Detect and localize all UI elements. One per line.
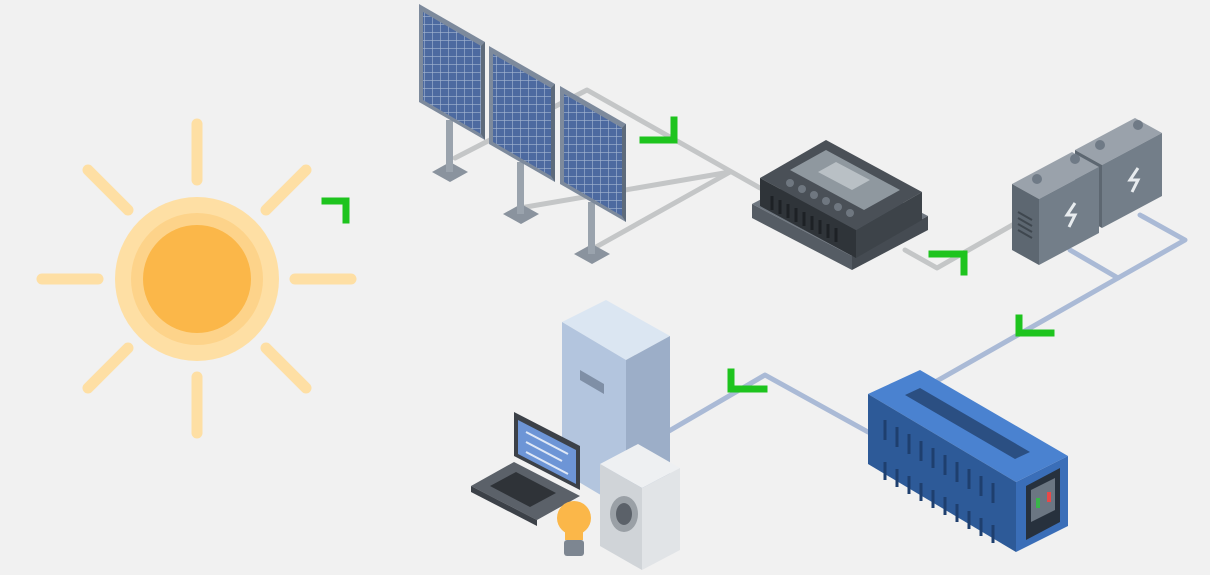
arrow-icon bbox=[727, 368, 768, 393]
solar-panel-icon bbox=[560, 86, 626, 264]
solar-panel-icon bbox=[419, 4, 485, 182]
arrow-icon bbox=[639, 116, 678, 144]
arrow-icon bbox=[321, 197, 350, 224]
inverter-icon bbox=[868, 370, 1068, 552]
battery-bank bbox=[1012, 118, 1162, 265]
sun-icon bbox=[36, 118, 357, 439]
solar-panel-array bbox=[419, 4, 626, 264]
arrow-icon bbox=[928, 250, 968, 276]
laptop-icon bbox=[471, 412, 580, 526]
light-bulb-icon bbox=[557, 501, 591, 556]
charge-controller-icon bbox=[752, 140, 928, 270]
flow-arrows bbox=[321, 116, 1055, 393]
washing-machine-icon bbox=[600, 444, 680, 570]
arrow-icon bbox=[1015, 314, 1055, 337]
battery-icon bbox=[1012, 152, 1099, 265]
household-loads bbox=[471, 300, 680, 570]
solar-panel-icon bbox=[489, 46, 555, 224]
